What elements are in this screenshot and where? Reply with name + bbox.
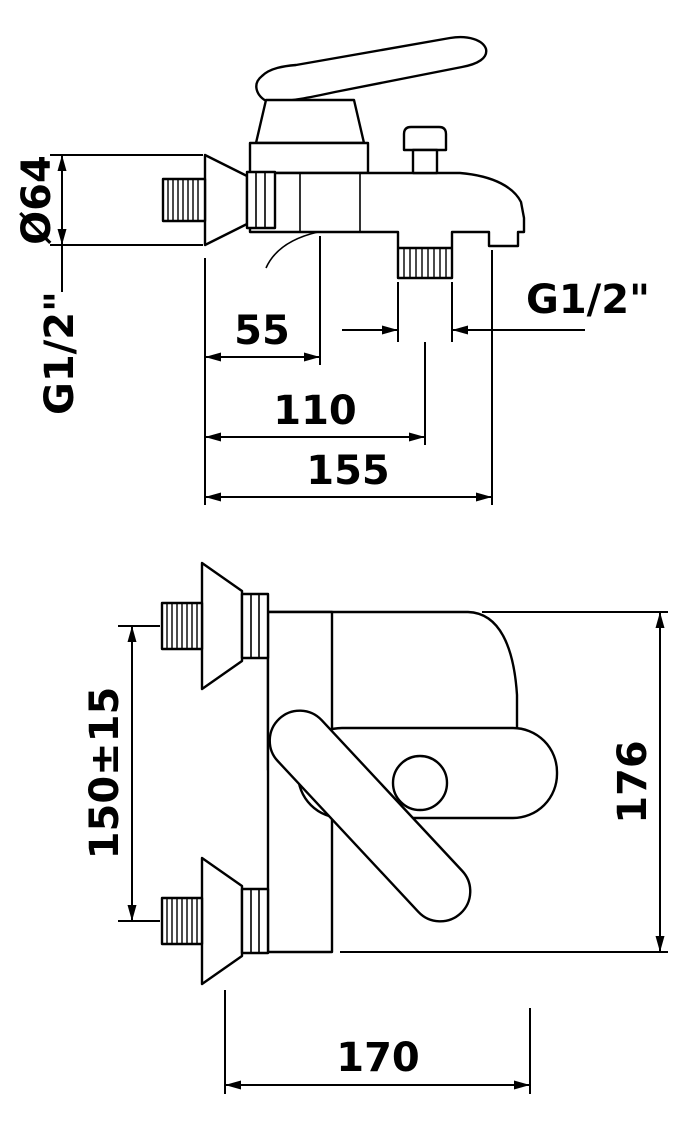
escutcheon-cone (200, 561, 244, 691)
connector-nut (240, 592, 270, 660)
dim-text-diameter: Ø64 (14, 155, 60, 245)
escutcheon-cone (203, 153, 249, 247)
dim-text-shower-thread: G1/2" (526, 277, 650, 323)
cartridge-housing (248, 141, 370, 175)
wall-thread-hatch (167, 180, 199, 220)
connector-nut-facets (250, 594, 260, 658)
arrowhead-down (655, 936, 665, 952)
dim-text-overall-height: 176 (610, 740, 656, 824)
side-faucet (161, 35, 526, 280)
wall-connector (161, 153, 277, 247)
dimension-inlet-spacing: 150±15 (82, 625, 160, 922)
arrowhead-right (409, 432, 425, 442)
width-ext-lines (224, 990, 531, 1094)
arrowhead-left (225, 1080, 241, 1090)
escutcheon-cone (200, 856, 244, 986)
shower-thread-hatch (403, 249, 447, 277)
arrowhead-right (476, 492, 492, 502)
connector-nut-facets (250, 889, 260, 953)
height-ext-lines (340, 611, 668, 953)
arrowhead-left (205, 492, 221, 502)
diverter-knob (402, 125, 448, 152)
dimension-diameter: Ø64 G1/2" (14, 154, 203, 415)
upper-wall-connector (160, 561, 270, 691)
front-view: 150±15 176 170 (82, 561, 668, 1094)
handle-lever (255, 35, 488, 104)
handle-ring (391, 754, 449, 812)
arrowhead-right (514, 1080, 530, 1090)
body-detail-lines (299, 173, 361, 232)
inlet-ext-lines (118, 625, 160, 922)
connector-nut (245, 170, 277, 230)
dimension-155: 155 (205, 250, 493, 505)
arrowhead-down (57, 229, 67, 245)
arrowhead-up (127, 626, 137, 642)
handle-neck (254, 98, 366, 145)
connector-nut-facets (255, 172, 266, 228)
body-underside-curve (265, 231, 319, 269)
side-view: Ø64 G1/2" 55 G1/2" 110 (14, 35, 650, 505)
wall-thread-hatch (166, 899, 198, 943)
arrowhead-down (127, 905, 137, 921)
dimension-overall-height: 176 (340, 611, 668, 953)
faucet-body (248, 171, 526, 280)
dim-text-handle-offset: 55 (234, 308, 290, 354)
lever-front (268, 709, 472, 923)
arrowhead-left (205, 432, 221, 442)
front-faucet (160, 561, 559, 986)
arrowhead-right (304, 352, 320, 362)
dim-text-wall-thread: G1/2" (37, 291, 83, 415)
diameter-ext-lines (50, 154, 203, 246)
lower-wall-connector (160, 856, 270, 986)
dimension-55: 55 (205, 236, 321, 365)
arrowhead-up (655, 612, 665, 628)
shower-ext-lines (397, 282, 453, 342)
dimension-shower-thread: G1/2" (342, 277, 650, 342)
arrowhead-up (57, 155, 67, 171)
diverter-stem (411, 148, 439, 175)
dim-text-spout-reach: 155 (306, 448, 390, 494)
connector-nut (240, 887, 270, 955)
arrowhead-left (205, 352, 221, 362)
arrowhead-right (382, 325, 398, 335)
arrowhead-left (452, 325, 468, 335)
dim-text-shower-offset: 110 (273, 388, 357, 434)
dim-text-overall-width: 170 (336, 1035, 420, 1081)
dimension-110: 110 (205, 342, 426, 445)
dim-text-inlet-spacing: 150±15 (82, 687, 128, 860)
dimension-overall-width: 170 (224, 990, 531, 1094)
wall-thread-hatch (166, 604, 198, 648)
